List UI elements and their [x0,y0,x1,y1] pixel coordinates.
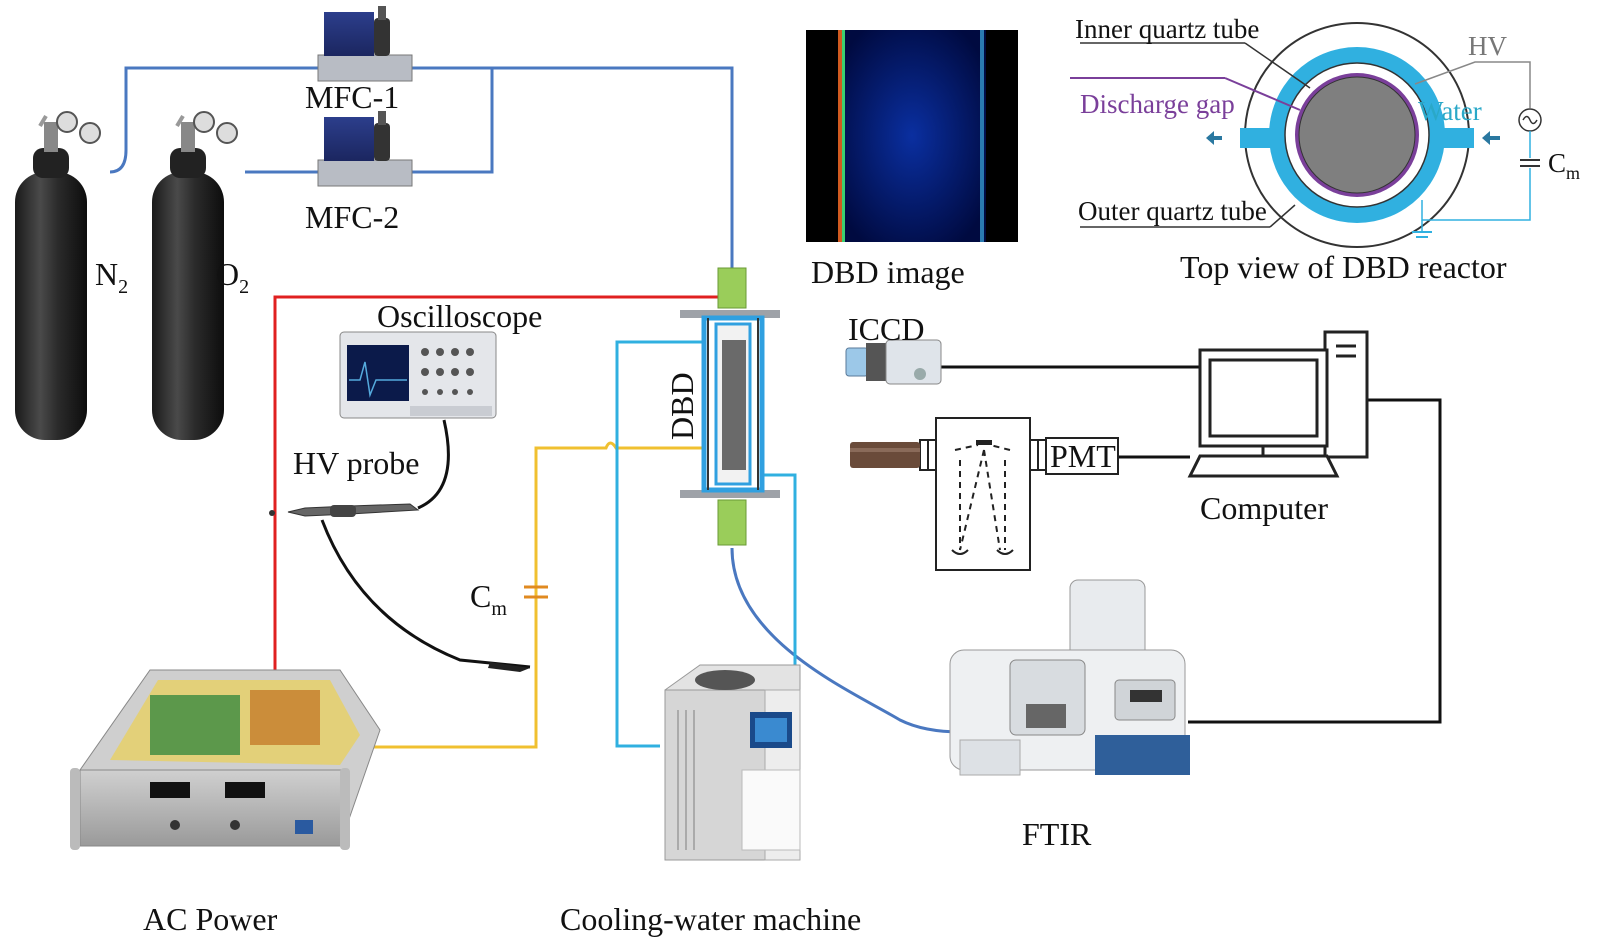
inset-water-label: Water [1418,96,1482,126]
ac-power-supply [70,669,381,850]
ac-power-label: AC Power [143,901,278,937]
ftir-spectrometer [949,579,1190,776]
computer [1187,330,1369,478]
oscilloscope-label: Oscilloscope [377,298,542,334]
ground-line [355,441,710,749]
gas-line-mfc1-out [412,66,734,268]
inset-title: Top view of DBD reactor [1180,249,1507,285]
dbd-image-label: DBD image [811,254,965,290]
inset-discharge-gap-label: Discharge gap [1080,89,1235,119]
oscilloscope [339,331,497,419]
o2-label: O2 [216,256,249,298]
computer-label: Computer [1200,490,1328,526]
mfc-1-label: MFC-1 [305,79,399,115]
gas-line-mfc2-out [412,68,494,174]
hv-line [273,295,720,670]
hv-probe-cable [417,419,450,510]
pmt-label: PMT [1050,438,1116,474]
monochromator [850,417,1047,571]
gas-line-n2 [109,66,318,174]
iccd-label: ICCD [848,311,924,347]
hv-probe-lead [320,519,531,669]
ftir-label: FTIR [1022,816,1092,852]
mfc-1 [317,6,413,82]
inset-cm-label: Cm [1548,148,1580,183]
hv-probe-label: HV probe [293,445,420,481]
iccd-camera [845,339,942,385]
o2-cylinder [152,111,238,440]
water-lines [615,340,797,748]
pmt-box [1045,437,1119,475]
dbd-label: DBD [664,372,700,440]
inset-outer-tube-label: Outer quartz tube [1078,196,1267,226]
probe-clip [488,662,530,672]
ftir-cable [1188,398,1442,724]
n2-label: N2 [95,256,128,298]
signal-lines [320,365,1442,724]
inset-inner-tube-label: Inner quartz tube [1075,14,1259,44]
mfc-2 [317,111,413,187]
top-view-inset [1070,22,1542,248]
dbd-image [806,30,1018,242]
measurement-capacitor [524,585,548,599]
hv-probe [269,503,420,517]
cooling-label: Cooling-water machine [560,901,861,937]
cm-label: Cm [470,578,507,620]
inset-hv-label: HV [1468,31,1507,61]
dbd-reactor [680,267,780,546]
mfc-2-label: MFC-2 [305,199,399,235]
cooling-water-machine [664,664,801,861]
n2-cylinder [15,111,101,440]
